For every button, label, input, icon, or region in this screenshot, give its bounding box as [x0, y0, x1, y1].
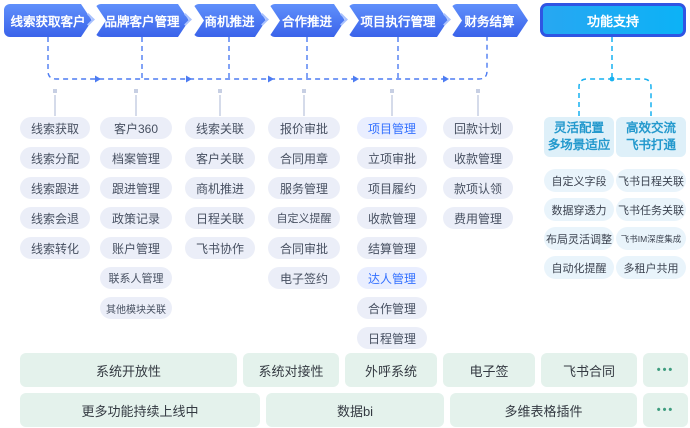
feature-pill: 款项认领 — [443, 177, 513, 199]
bottom-box-data-bi: 数据bi — [266, 393, 444, 427]
support-group-config-items: 自定义字段 数据穿透力 布局灵活调整 自动化提醒 — [544, 169, 614, 279]
support-connector-dot — [609, 76, 615, 82]
feature-pill: 收款管理 — [443, 147, 513, 169]
feature-pill: 线索关联 — [185, 117, 255, 139]
feature-pill: 政策记录 — [100, 207, 172, 229]
feature-pill: 合作管理 — [357, 297, 427, 319]
column-cooperation: 报价审批 合同用章 服务管理 自定义提醒 合同审批 电子签约 — [268, 117, 340, 289]
support-feature-pill: 自动化提醒 — [544, 256, 614, 279]
flow-stage-lead-acquisition[interactable]: 线索获取客户 — [4, 4, 92, 37]
feature-pill: 自定义提醒 — [268, 207, 340, 229]
feature-pill: 客户360 — [100, 117, 172, 139]
feature-pill: 合同审批 — [268, 237, 340, 259]
feature-pill: 线索转化 — [20, 237, 90, 259]
feature-pill: 线索获取 — [20, 117, 90, 139]
bottom-box-more-ellipsis[interactable]: ••• — [643, 393, 688, 427]
bottom-box-feishu-contract: 飞书合同 — [541, 353, 637, 387]
feature-pill: 回款计划 — [443, 117, 513, 139]
feature-pill: 服务管理 — [268, 177, 340, 199]
flow-connector-lines — [47, 37, 488, 80]
feature-pill: 电子签约 — [268, 267, 340, 289]
support-group-feishu-items: 飞书日程关联 飞书任务关联 飞书IM深度集成 多租户共用 — [616, 169, 686, 279]
support-button-face: 功能支持 — [543, 6, 683, 34]
feature-pill: 费用管理 — [443, 207, 513, 229]
feature-pill: 立项审批 — [357, 147, 427, 169]
column-opportunity: 线索关联 客户关联 商机推进 日程关联 飞书协作 — [185, 117, 255, 259]
feature-pill: 账户管理 — [100, 237, 172, 259]
column-connector-lines — [54, 95, 479, 116]
support-feature-pill: 多租户共用 — [616, 256, 686, 279]
feature-pill: 跟进管理 — [100, 177, 172, 199]
feature-pill: 线索分配 — [20, 147, 90, 169]
flow-stage-opportunity[interactable]: 商机推进 — [193, 4, 266, 37]
bottom-box-system-docking: 系统对接性 — [243, 353, 339, 387]
bottom-box-system-openness: 系统开放性 — [20, 353, 237, 387]
support-feature-pill: 飞书任务关联 — [616, 198, 686, 221]
feature-pill: 日程管理 — [357, 327, 427, 349]
feature-pill: 客户关联 — [185, 147, 255, 169]
feature-pill: 其他模块关联 — [100, 297, 172, 319]
support-group-title-line: 多场景适应 — [547, 138, 611, 152]
support-feature-pill: 飞书IM深度集成 — [616, 227, 686, 250]
support-button-label: 功能支持 — [586, 13, 639, 29]
flow-stage-brand-customer[interactable]: 品牌客户管理 — [95, 4, 189, 37]
flow-stage-finance[interactable]: 财务结算 — [451, 4, 528, 37]
feature-pill: 线索会退 — [20, 207, 90, 229]
column-connector-dots — [53, 89, 480, 93]
support-feature-pill: 数据穿透力 — [544, 198, 614, 221]
support-group-title-line: 飞书打通 — [625, 138, 676, 152]
feature-pill: 商机推进 — [185, 177, 255, 199]
flow-arrowhead-icons — [95, 75, 449, 83]
feature-pill: 结算管理 — [357, 237, 427, 259]
support-connector-lines — [578, 37, 652, 116]
bottom-box-outbound-call: 外呼系统 — [345, 353, 437, 387]
support-group-config-header: 灵活配置 多场景适应 — [544, 117, 614, 157]
bottom-box-more-features: 更多功能持续上线中 — [20, 393, 260, 427]
feature-pill-active[interactable]: 达人管理 — [357, 267, 427, 289]
feature-pill: 日程关联 — [185, 207, 255, 229]
flow-stage-cooperation[interactable]: 合作推进 — [269, 4, 345, 37]
support-group-title-line: 灵活配置 — [553, 121, 604, 135]
feature-pill: 联系人管理 — [100, 267, 172, 289]
bottom-box-more-ellipsis[interactable]: ••• — [643, 353, 688, 387]
support-group-title-line: 高效交流 — [625, 121, 676, 135]
support-feature-pill: 布局灵活调整 — [544, 227, 614, 250]
feature-pill: 档案管理 — [100, 147, 172, 169]
feature-pill: 项目履约 — [357, 177, 427, 199]
column-lead-acquisition: 线索获取 线索分配 线索跟进 线索会退 线索转化 — [20, 117, 90, 259]
feature-pill: 报价审批 — [268, 117, 340, 139]
column-finance: 回款计划 收款管理 款项认领 费用管理 — [443, 117, 513, 229]
feature-pill: 合同用章 — [268, 147, 340, 169]
flow-stage-project-execution[interactable]: 项目执行管理 — [348, 4, 448, 37]
support-feature-pill: 飞书日程关联 — [616, 169, 686, 192]
feature-pill: 线索跟进 — [20, 177, 90, 199]
feature-pill: 收款管理 — [357, 207, 427, 229]
support-feature-pill: 自定义字段 — [544, 169, 614, 192]
bottom-box-base-plugin: 多维表格插件 — [450, 393, 637, 427]
feature-pill: 飞书协作 — [185, 237, 255, 259]
bottom-box-esign: 电子签 — [443, 353, 535, 387]
column-brand-customer: 客户360 档案管理 跟进管理 政策记录 账户管理 联系人管理 其他模块关联 — [100, 117, 172, 319]
support-group-feishu-header: 高效交流 飞书打通 — [616, 117, 686, 157]
feature-pill-active[interactable]: 项目管理 — [357, 117, 427, 139]
column-project-execution: 项目管理 立项审批 项目履约 收款管理 结算管理 达人管理 合作管理 日程管理 — [357, 117, 427, 349]
support-button[interactable]: 功能支持 — [540, 3, 686, 37]
